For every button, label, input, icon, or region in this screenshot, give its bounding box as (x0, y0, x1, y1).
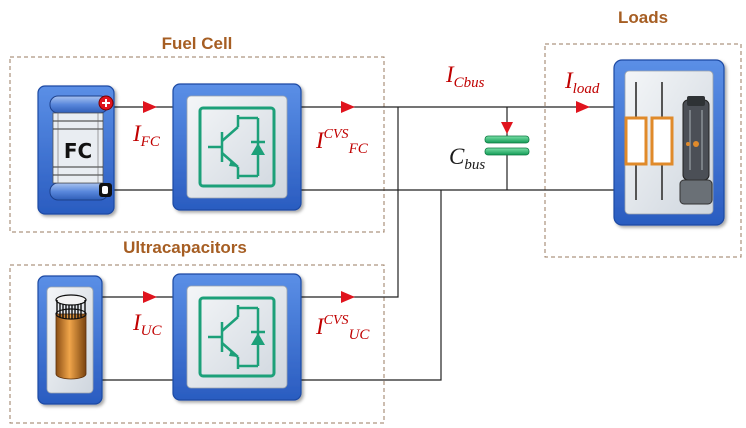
loads-title: Loads (618, 8, 668, 27)
i-fc-arrow-icon (143, 101, 157, 113)
current-arrows (143, 101, 590, 303)
load-icon (613, 59, 725, 226)
negative-terminal-icon (99, 183, 112, 197)
c-bus-label: Cbus (449, 144, 485, 173)
i-fc-label: IFC (132, 121, 161, 150)
dc-dc-converter-icon (172, 83, 302, 211)
loads-group-box (544, 43, 742, 258)
i-uc-arrow-icon (143, 291, 157, 303)
i-cvs-fc-arrow-icon (341, 101, 355, 113)
fc-block-label: FC (64, 139, 92, 163)
i-load-arrow-icon (576, 101, 590, 113)
i-uc-label: IUC (132, 310, 163, 339)
i-cvs-fc-label: ICVSFC (315, 127, 369, 157)
capacitor-icon (484, 135, 530, 156)
i-cvs-uc-label: ICVSUC (315, 313, 370, 343)
ultracapacitors-title: Ultracapacitors (123, 238, 247, 257)
dc-dc-converter-icon (172, 273, 302, 401)
i-cbus-arrow-icon (501, 122, 513, 134)
i-cbus-label: ICbus (445, 62, 485, 91)
positive-terminal-icon (98, 95, 114, 111)
i-cvs-uc-arrow-icon (341, 291, 355, 303)
ultracapacitor-icon (37, 275, 103, 405)
fuel-cell-title: Fuel Cell (162, 34, 233, 53)
i-load-label: Iload (564, 68, 600, 97)
fuel-cell-group-box (9, 56, 385, 233)
